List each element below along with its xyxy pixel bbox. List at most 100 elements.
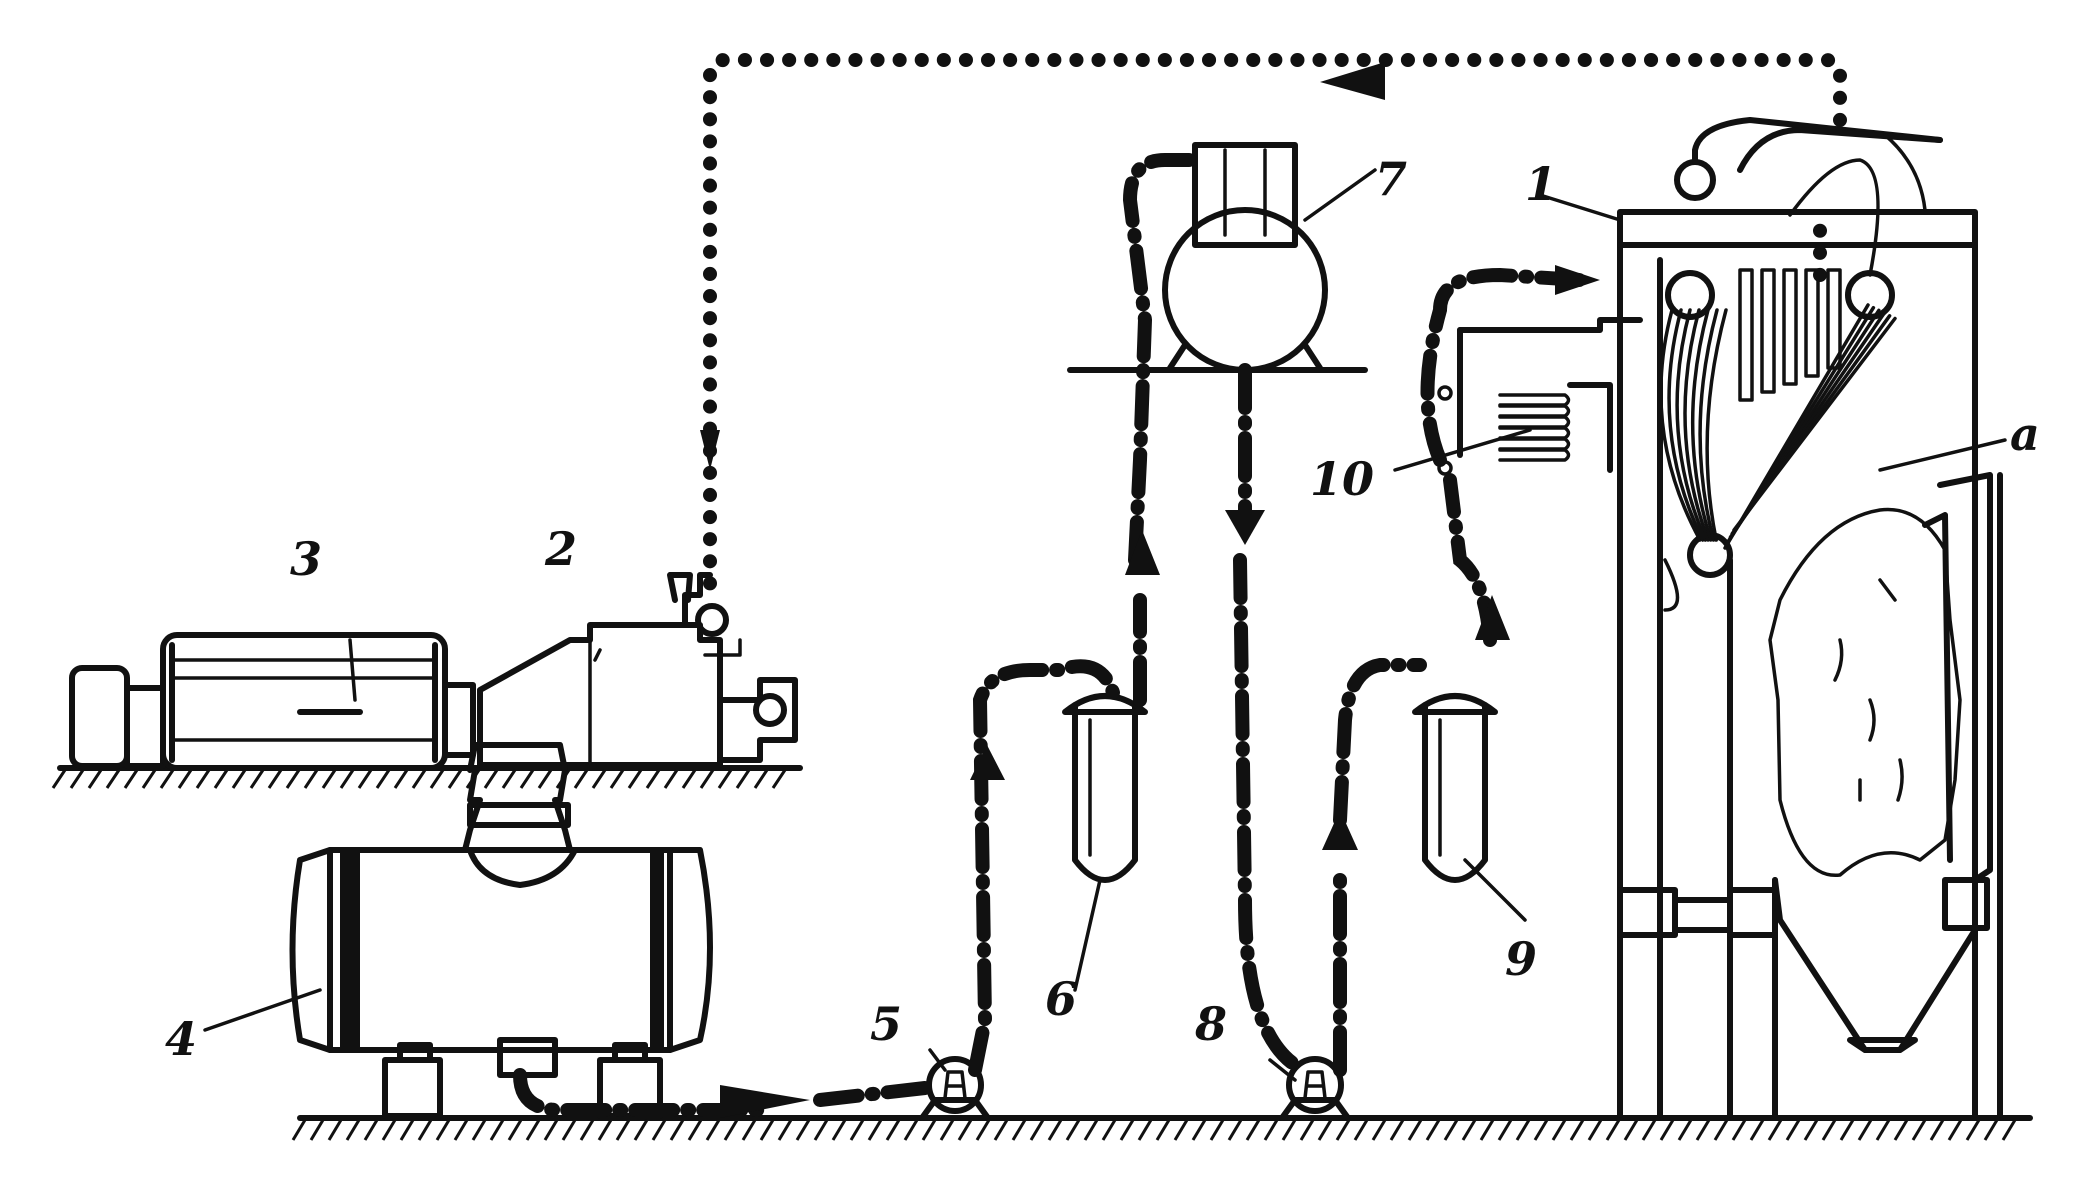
riser-tube bbox=[1683, 308, 1710, 542]
riser-tube bbox=[1667, 308, 1705, 542]
arrow-condensate bbox=[720, 1085, 810, 1118]
hatch-mark bbox=[957, 1119, 973, 1141]
label-2: 2 bbox=[544, 522, 577, 576]
hatch-mark bbox=[537, 769, 553, 789]
hatch-mark bbox=[627, 769, 643, 789]
superheater-element bbox=[1760, 268, 1776, 394]
hatch-mark bbox=[87, 769, 103, 789]
hatch-mark bbox=[681, 769, 697, 789]
hatch-mark bbox=[429, 769, 445, 789]
hatch-mark bbox=[1047, 1119, 1063, 1141]
superheater-element bbox=[1782, 268, 1798, 386]
hatch-mark bbox=[1299, 1119, 1315, 1141]
hatch-mark bbox=[753, 769, 769, 789]
pump-8 bbox=[1279, 1056, 1351, 1121]
label-10: 10 bbox=[1310, 452, 1374, 506]
hatch-mark bbox=[1029, 1119, 1045, 1141]
economizer-coil bbox=[1498, 415, 1571, 429]
feed-line-low bbox=[968, 153, 1202, 1077]
hatch-mark bbox=[597, 1119, 613, 1141]
label-3: 3 bbox=[290, 532, 322, 586]
superheater-element bbox=[1738, 268, 1754, 402]
hatch-mark bbox=[507, 1119, 523, 1141]
hatch-mark bbox=[177, 769, 193, 789]
hatch-mark bbox=[69, 769, 85, 789]
generator bbox=[69, 632, 476, 771]
boiler bbox=[1617, 117, 2003, 1118]
hatch-mark bbox=[1803, 1119, 1819, 1141]
hatch-mark bbox=[1425, 1119, 1441, 1141]
arrow-heater9-up bbox=[1475, 595, 1510, 640]
hatch-mark bbox=[1101, 1119, 1117, 1141]
steam-line bbox=[703, 53, 1847, 607]
hatch-mark bbox=[849, 1119, 865, 1141]
hatch-mark bbox=[1875, 1119, 1891, 1141]
hatch-mark bbox=[267, 769, 283, 789]
hatch-mark bbox=[885, 1119, 901, 1141]
superheater-element bbox=[1826, 268, 1842, 370]
hatch-mark bbox=[1551, 1119, 1567, 1141]
heater-9 bbox=[1412, 693, 1498, 883]
leader-lines bbox=[203, 168, 2007, 1082]
hatch-mark bbox=[1767, 1119, 1783, 1141]
hatch-mark bbox=[1587, 1119, 1603, 1141]
hatch-mark bbox=[993, 1119, 1009, 1141]
hatch-mark bbox=[1695, 1119, 1711, 1141]
hatch-mark bbox=[231, 769, 247, 789]
label-a: a bbox=[2010, 407, 2040, 461]
label-6: 6 bbox=[1045, 972, 1077, 1026]
hatch-mark bbox=[543, 1119, 559, 1141]
hatch-mark bbox=[1389, 1119, 1405, 1141]
hatch-mark bbox=[375, 769, 391, 789]
hatch-mark bbox=[591, 769, 607, 789]
riser-tube bbox=[1698, 308, 1719, 542]
hatch-mark bbox=[771, 769, 787, 789]
hatch-mark bbox=[1515, 1119, 1531, 1141]
hatch-mark bbox=[735, 769, 751, 789]
hatch-mark bbox=[1479, 1119, 1495, 1141]
label-1: 1 bbox=[1525, 157, 1557, 211]
hatch-mark bbox=[1245, 1119, 1261, 1141]
economizer-coil bbox=[1498, 437, 1571, 451]
hatch-mark bbox=[1533, 1119, 1549, 1141]
hatch-mark bbox=[321, 769, 337, 789]
condensate-line bbox=[513, 1068, 932, 1117]
hatch-mark bbox=[411, 769, 427, 789]
hatch-mark bbox=[633, 1119, 649, 1141]
deaerator-outlet-line bbox=[1233, 363, 1302, 1072]
hatch-mark bbox=[921, 1119, 937, 1141]
hatch-mark bbox=[471, 1119, 487, 1141]
hatch-mark bbox=[1497, 1119, 1513, 1141]
hatch-mark bbox=[813, 1119, 829, 1141]
riser-tube bbox=[1659, 308, 1702, 542]
downcomer-tube bbox=[1732, 316, 1897, 532]
hatch-mark bbox=[1119, 1119, 1135, 1141]
hatch-mark bbox=[1947, 1119, 1963, 1141]
hatch-mark bbox=[1011, 1119, 1027, 1141]
economizer bbox=[1437, 317, 1643, 476]
hatch-mark bbox=[1911, 1119, 1927, 1141]
labels: 1 2 3 4 5 6 7 8 9 10 a bbox=[165, 152, 2040, 1066]
label-7: 7 bbox=[1375, 152, 1407, 206]
arrow-boiler-in bbox=[1555, 265, 1600, 295]
hatch-mark bbox=[339, 769, 355, 789]
hatch-mark bbox=[1785, 1119, 1801, 1141]
hatch-mark bbox=[141, 769, 157, 789]
hatch-mark bbox=[2001, 1119, 2017, 1141]
arrow-top bbox=[1320, 62, 1385, 100]
hatch-mark bbox=[615, 1119, 631, 1141]
hatch-mark bbox=[1083, 1119, 1099, 1141]
arrow-heater6-up bbox=[1125, 530, 1160, 575]
hatch-mark bbox=[1263, 1119, 1279, 1141]
hatch-mark bbox=[1173, 1119, 1189, 1141]
economizer-coil bbox=[1498, 404, 1571, 418]
hatch-mark bbox=[759, 1119, 775, 1141]
hatch-mark bbox=[1461, 1119, 1477, 1141]
condenser bbox=[289, 742, 713, 1119]
hatch-mark bbox=[489, 1119, 505, 1141]
hatch-mark bbox=[327, 1119, 343, 1141]
hatch-mark bbox=[1137, 1119, 1153, 1141]
hatch-mark bbox=[1569, 1119, 1585, 1141]
hatch-mark bbox=[1443, 1119, 1459, 1141]
